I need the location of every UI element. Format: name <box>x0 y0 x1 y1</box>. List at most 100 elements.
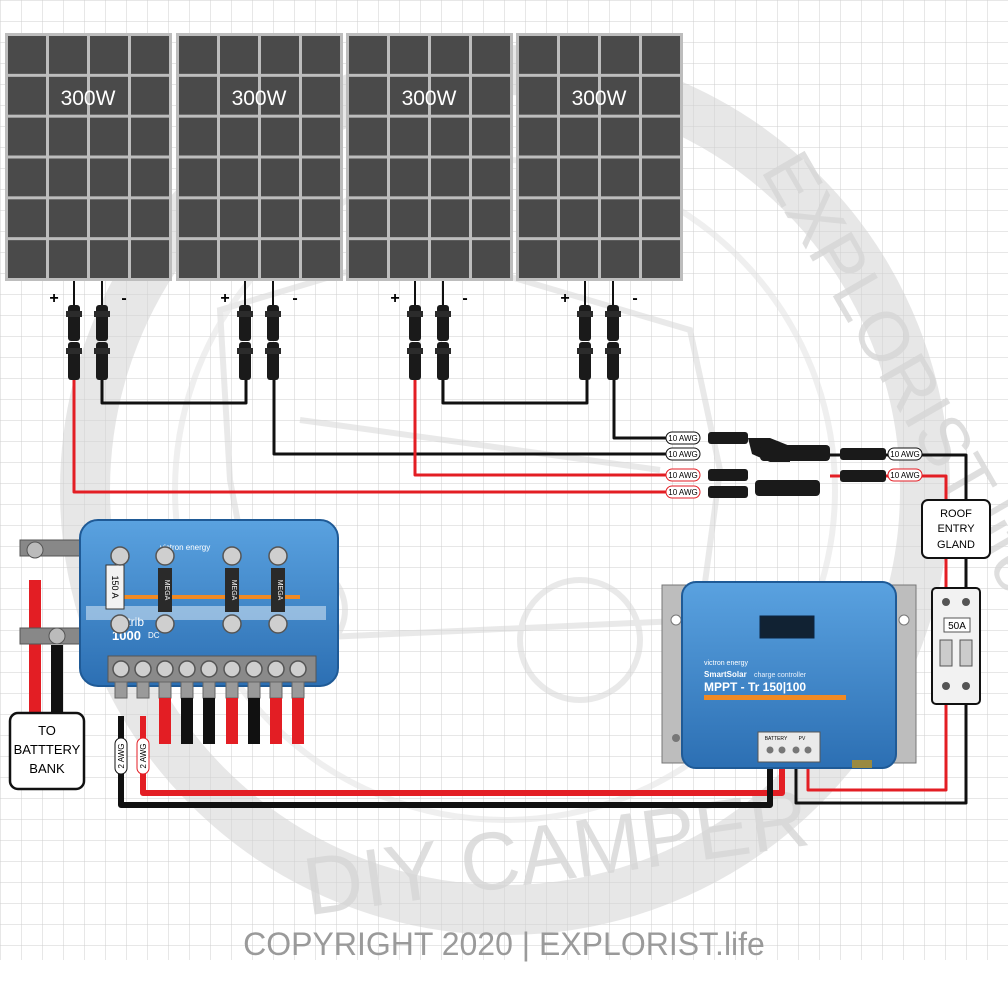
wire-label-mc4-1: 10 AWG <box>668 434 698 443</box>
solar-cell <box>472 76 510 115</box>
solar-cell <box>131 158 169 197</box>
distributor-stud <box>178 660 196 678</box>
battery-bank-box: TO BATTTERY BANK <box>8 711 86 791</box>
solar-cell <box>431 76 469 115</box>
string1-negative-wire <box>272 380 668 456</box>
solar-cell <box>349 36 387 74</box>
mppt-model: MPPT - Tr 150|100 <box>704 680 806 694</box>
solar-cell <box>8 117 46 156</box>
distributor-stud <box>289 660 307 678</box>
lynx-distributor: victron energy distrib 1000 DC 150 A MEG… <box>19 519 339 687</box>
solar-cell <box>220 199 258 238</box>
string1-positive-wire <box>72 380 668 494</box>
solar-cell <box>601 199 639 238</box>
solar-cell <box>49 36 87 74</box>
solar-cell <box>349 240 387 278</box>
wire-label-battery-negative: 2 AWG <box>117 743 126 768</box>
panel-negative-terminal: - <box>462 290 467 307</box>
distributor-stud <box>267 660 285 678</box>
mc4-connector <box>96 305 108 341</box>
mc4-connector <box>437 305 449 341</box>
mega-fuse-1-label: MEGA <box>163 580 170 601</box>
solar-cell <box>220 240 258 278</box>
solar-cell <box>349 199 387 238</box>
solar-cell <box>642 240 680 278</box>
solar-cell <box>472 240 510 278</box>
mc4-connector <box>68 305 80 341</box>
distributor-cable-lug <box>270 698 282 744</box>
panel-negative-terminal: - <box>121 290 126 307</box>
distributor-brand: victron energy <box>160 543 210 552</box>
solar-cell <box>472 117 510 156</box>
solar-panel-4: 300W+- <box>516 33 683 307</box>
mc4-connector <box>607 305 619 341</box>
wire-label-roof-positive: 10 AWG <box>890 471 920 480</box>
solar-cell <box>8 240 46 278</box>
distributor-stud <box>112 660 130 678</box>
wire-gauge-labels: 10 AWG 10 AWG 10 AWG 10 AWG 10 AWG 10 AW… <box>114 431 923 775</box>
string2-negative-wire <box>612 380 668 440</box>
mc4-branch-connectors <box>708 432 886 498</box>
solar-cell <box>220 36 258 74</box>
solar-cell <box>431 117 469 156</box>
solar-cell <box>49 117 87 156</box>
roof-entry-gland: ROOF ENTRY GLAND <box>921 499 991 559</box>
solar-cell <box>560 199 598 238</box>
mc4-connector <box>239 342 251 380</box>
solar-cell <box>179 158 217 197</box>
distributor-cable-lug <box>181 698 193 744</box>
solar-cell <box>302 199 340 238</box>
solar-cell <box>49 158 87 197</box>
panel-wattage-label: 300W <box>572 87 627 110</box>
mppt-terminal-pv-label: PV <box>799 736 806 742</box>
solar-cell <box>601 117 639 156</box>
mc4-connector <box>409 342 421 380</box>
breaker-to-mppt-positive <box>806 686 948 792</box>
solar-cell <box>390 36 428 74</box>
mega-fuse-2-label: MEGA <box>230 580 237 601</box>
solar-cell <box>519 240 557 278</box>
mppt-subtitle: charge controller <box>754 672 807 679</box>
solar-cell <box>8 76 46 115</box>
solar-cell <box>601 158 639 197</box>
mc4-connector <box>239 305 251 341</box>
mc4-y-branch-positive <box>755 480 820 496</box>
solar-cell <box>390 158 428 197</box>
solar-cell <box>302 158 340 197</box>
solar-cell <box>519 199 557 238</box>
wire-label-battery-positive: 2 AWG <box>139 743 148 768</box>
solar-cell <box>601 240 639 278</box>
gland-label-1: ROOF <box>940 508 972 520</box>
distributor-cable-lug <box>248 698 260 744</box>
mppt-product: SmartSolar <box>704 670 747 679</box>
panel-positive-terminal: + <box>390 290 399 307</box>
solar-cell <box>179 240 217 278</box>
solar-panel-3: 300W + - <box>346 33 513 307</box>
solar-cell <box>431 240 469 278</box>
solar-cell <box>49 199 87 238</box>
solar-cell <box>131 36 169 74</box>
solar-cell <box>472 199 510 238</box>
distributor-stud <box>156 660 174 678</box>
solar-cell <box>302 117 340 156</box>
solar-panel-array: 300W+-300W+-300W+-300W+- <box>5 33 683 307</box>
distributor-cable-lug <box>203 698 215 744</box>
solar-cell <box>220 158 258 197</box>
battery-label-3: BANK <box>29 761 65 776</box>
solar-cell <box>560 158 598 197</box>
solar-cell <box>8 199 46 238</box>
solar-cell <box>642 36 680 74</box>
solar-cell <box>601 36 639 74</box>
solar-cell <box>560 117 598 156</box>
solar-cell <box>90 36 128 74</box>
solar-cell <box>49 76 87 115</box>
solar-cell <box>261 76 299 115</box>
solar-cell <box>390 117 428 156</box>
wire-label-roof-negative: 10 AWG <box>890 450 920 459</box>
solar-cell <box>8 36 46 74</box>
solar-cell <box>261 36 299 74</box>
panel-wattage-label: 300W <box>402 87 457 110</box>
solar-cell <box>642 158 680 197</box>
mppt-terminal-battery-label: BATTERY <box>765 736 788 742</box>
